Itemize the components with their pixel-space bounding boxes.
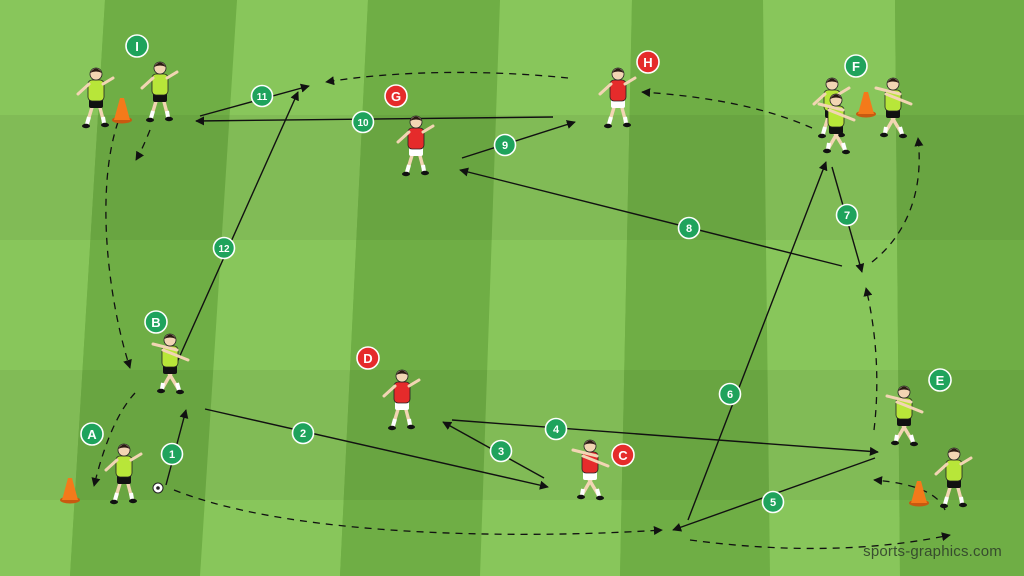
pass-arrow-4 [451,419,879,456]
player-label-C: C [611,443,635,467]
grass-band [0,115,1024,240]
player-E [885,385,924,447]
pass-number: 2 [300,428,306,440]
pass-arrow-2 [204,408,549,490]
waiting-player [817,93,856,155]
pass-number: 8 [686,223,692,235]
pass-number: 12 [218,244,230,255]
run-path [863,287,878,431]
player-A [104,443,143,505]
pass-arrow-6 [687,161,828,521]
grass-stripe [763,0,900,576]
player-D [382,369,421,431]
grass-stripe [620,0,770,576]
svg-text:A: A [87,427,97,442]
pass-badge-3: 3 [489,439,513,463]
pass-number: 10 [357,118,369,129]
grass-stripe [480,0,632,576]
svg-text:H: H [643,55,652,70]
grass-stripe [200,0,368,576]
pass-badge-10: 10 [351,110,375,134]
ball-icon [152,482,164,494]
pass-number: 7 [844,210,850,222]
pass-number: 11 [257,92,268,103]
player-G [396,115,435,177]
watermark: sports-graphics.com [863,543,1002,560]
pass-badge-8: 8 [677,216,701,240]
pass-arrow-9 [461,120,576,159]
cone-icon [856,92,876,118]
player-label-F: F [844,54,868,78]
pass-number: 1 [169,449,175,461]
svg-text:G: G [391,89,401,104]
svg-text:I: I [135,39,139,54]
run-path [91,392,136,487]
pass-badge-9: 9 [493,133,517,157]
run-path [135,129,151,161]
cones [60,92,929,507]
players: A B C D E F G H I [76,34,973,509]
pass-number: 9 [502,140,508,152]
pass-badge-1: 1 [160,442,184,466]
player-I [140,61,179,123]
run-path [173,489,663,536]
player-H [598,67,637,129]
run-path [871,137,924,263]
pass-badge-11: 11 [250,84,274,108]
run-path [105,121,132,369]
player-label-A: A [80,422,104,446]
pass-arrow-12 [169,91,299,379]
cone-icon [60,478,80,504]
waiting-player [76,67,115,129]
waiting-player [934,447,973,509]
cone-icon [909,481,929,507]
pass-badge-2: 2 [291,421,315,445]
pass-number: 6 [727,389,733,401]
pass-arrow-10 [195,116,554,126]
svg-text:E: E [936,373,945,388]
run-path [325,71,569,86]
svg-text:B: B [151,315,160,330]
pass-number: 5 [770,497,776,509]
player-label-I: I [125,34,149,58]
waiting-player [874,77,913,139]
run-path [689,532,951,550]
svg-text:D: D [363,351,372,366]
player-label-B: B [144,310,168,334]
grass-band [0,370,1024,500]
pass-badge-6: 6 [718,382,742,406]
pass-badge-4: 4 [544,417,568,441]
pass-number: 3 [498,446,504,458]
svg-text:F: F [852,59,860,74]
player-label-H: H [636,50,660,74]
pass-number: 4 [553,424,560,436]
player-label-G: G [384,84,408,108]
grass-stripe [895,0,1024,576]
player-B [151,333,190,395]
player-C [571,439,610,501]
pass-badge-5: 5 [761,490,785,514]
pass-arrow-8 [459,167,843,267]
pass-badge-12: 12 [212,236,236,260]
player-label-D: D [356,346,380,370]
cone-icon [112,98,132,124]
pass-badge-7: 7 [835,203,859,227]
player-label-E: E [928,368,952,392]
svg-text:C: C [618,448,628,463]
